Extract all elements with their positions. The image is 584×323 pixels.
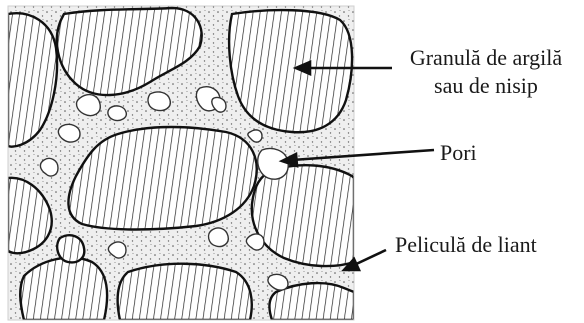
label-granula: Granulă de argilă sau de nisip — [396, 44, 576, 100]
label-pelicula: Peliculă de liant — [395, 231, 537, 259]
label-pori: Pori — [440, 139, 477, 167]
pore — [258, 149, 288, 180]
pore — [148, 92, 170, 111]
grain — [229, 10, 352, 132]
label-granula-line2: sau de nisip — [396, 72, 576, 100]
label-granula-line1: Granulă de argilă — [396, 44, 576, 72]
pore — [108, 106, 126, 121]
pore — [209, 228, 229, 247]
grain — [57, 235, 84, 262]
grain — [118, 264, 252, 320]
